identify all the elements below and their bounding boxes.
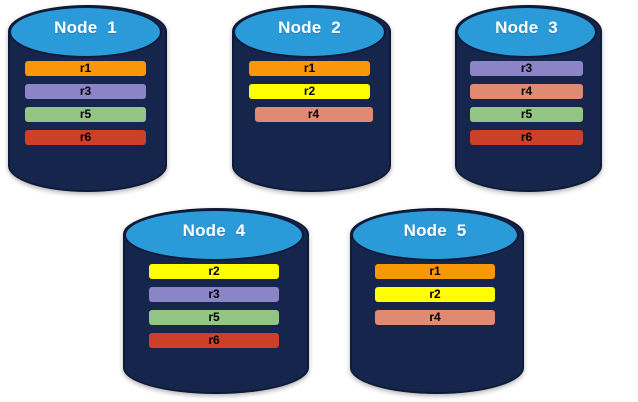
database-node-2[interactable]: Node 2 r1 r2 r4 [232, 5, 391, 192]
node-title: Node 5 [403, 221, 467, 240]
replica-bar-r5[interactable]: r5 [470, 107, 583, 122]
database-node-4[interactable]: Node 4 r2 r3 r5 r6 [123, 208, 309, 394]
node-title: Node 2 [278, 18, 341, 37]
replica-bar-r1[interactable]: r1 [375, 264, 495, 279]
node-title: Node 3 [495, 18, 558, 37]
cylinder-top-ellipse [233, 6, 386, 58]
node-title: Node 4 [182, 221, 246, 240]
replica-bar-r6[interactable]: r6 [25, 130, 146, 145]
replica-bar-r1[interactable]: r1 [25, 61, 146, 76]
node-title: Node 1 [54, 18, 117, 37]
database-node-1[interactable]: Node 1 r1 r3 r5 r6 [8, 5, 167, 192]
replica-bar-r4[interactable]: r4 [375, 310, 495, 325]
replica-bar-r3[interactable]: r3 [25, 84, 146, 99]
replica-list: r1 r3 r5 r6 [8, 61, 163, 145]
cylinder-top-ellipse [351, 209, 519, 261]
replica-list: r3 r4 r5 r6 [455, 61, 598, 145]
database-node-5[interactable]: Node 5 r1 r2 r4 [350, 208, 524, 394]
replica-list: r2 r3 r5 r6 [123, 264, 305, 348]
replica-bar-r4[interactable]: r4 [470, 84, 583, 99]
replica-bar-r3[interactable]: r3 [470, 61, 583, 76]
replica-bar-r5[interactable]: r5 [149, 310, 279, 325]
cylinder-top-ellipse [456, 6, 597, 58]
cylinder-top-ellipse [9, 6, 162, 58]
replica-bar-r5[interactable]: r5 [25, 107, 146, 122]
replica-list: r1 r2 r4 [350, 264, 520, 325]
replica-bar-r4[interactable]: r4 [254, 107, 373, 122]
replica-list: r1 r2 r4 [232, 61, 387, 122]
replica-bar-r6[interactable]: r6 [470, 130, 583, 145]
replica-bar-r6[interactable]: r6 [149, 333, 279, 348]
replica-bar-r2[interactable]: r2 [249, 84, 370, 99]
database-node-3[interactable]: Node 3 r3 r4 r5 r6 [455, 5, 602, 192]
replica-bar-r1[interactable]: r1 [249, 61, 370, 76]
replica-bar-r2[interactable]: r2 [375, 287, 495, 302]
replica-bar-r2[interactable]: r2 [149, 264, 279, 279]
cylinder-top-ellipse [124, 209, 304, 261]
replica-bar-r3[interactable]: r3 [149, 287, 279, 302]
